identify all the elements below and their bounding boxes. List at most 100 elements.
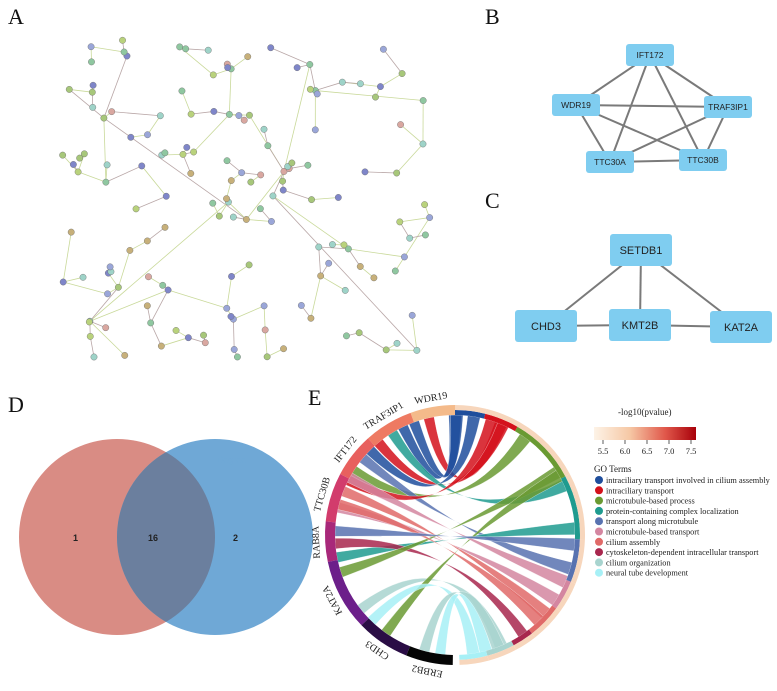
network-a-node — [144, 131, 151, 139]
network-a-edge — [396, 143, 424, 174]
network-a-node — [89, 81, 97, 89]
go-term-swatch — [595, 537, 603, 546]
chord-ribbon — [367, 583, 480, 655]
gene-arc — [361, 618, 411, 656]
term-pvalue-arc — [459, 655, 489, 665]
network-a-edge — [246, 219, 272, 222]
network-a-node — [267, 44, 275, 52]
go-term-swatch — [595, 486, 603, 495]
network-a-node — [143, 302, 151, 310]
node-kat2a — [710, 311, 772, 343]
node-label: TTC30B — [687, 155, 719, 165]
node-ift172 — [626, 44, 674, 66]
network-edge — [575, 54, 651, 106]
network-a-edges — [62, 40, 431, 358]
network-a-edge — [89, 289, 169, 322]
network-a-edge — [111, 111, 161, 117]
term-pvalue-arc — [565, 473, 585, 540]
network-a-edge — [411, 315, 418, 351]
network-a-node — [372, 93, 379, 101]
network-a-edge — [147, 227, 166, 242]
network-a-node — [246, 111, 253, 119]
network-a-edge — [383, 49, 403, 74]
network-a-node — [209, 199, 217, 207]
network-a-node — [408, 311, 416, 319]
network-a-edge — [311, 197, 339, 201]
network-a-node — [138, 162, 146, 170]
gene-label: WDR19 — [414, 390, 449, 407]
network-a-node — [86, 332, 94, 340]
panel-label-d: D — [8, 392, 24, 417]
network-a-node — [317, 272, 325, 280]
network-a-node — [59, 151, 67, 159]
network-a-node — [280, 168, 288, 175]
gene-label: IFT172 — [332, 435, 359, 465]
network-a-node — [159, 281, 167, 289]
network-a-node — [406, 234, 414, 242]
network-a-edge — [89, 320, 126, 356]
network-a-edge — [167, 289, 227, 309]
network-a-edge — [358, 332, 387, 351]
scale-tick-label: 5.5 — [598, 446, 609, 456]
network-a-edge — [77, 171, 107, 183]
panel-label-c: C — [485, 188, 500, 213]
venn-count-right: 2 — [233, 533, 238, 543]
node-traf3ip1 — [704, 96, 752, 118]
network-a-node — [357, 80, 364, 88]
venn-circle-degree — [117, 439, 313, 635]
network-a-node — [308, 196, 315, 204]
network-a-edge — [283, 189, 312, 201]
gene-label: RAB8A — [310, 525, 323, 559]
network-a-edge — [69, 89, 105, 119]
node-chd3 — [515, 310, 577, 342]
node-label: TTC30A — [594, 157, 626, 167]
go-term-label: intraciliary transport involved in ciliu… — [606, 476, 771, 485]
go-term-label: neural tube development — [606, 569, 689, 578]
network-a-edge — [267, 145, 285, 172]
chord-ribbon — [336, 502, 560, 606]
network-edge — [545, 249, 642, 327]
network-a-node — [76, 154, 84, 162]
network-a-node — [103, 161, 111, 169]
network-a-node — [210, 108, 218, 115]
network-a-node — [344, 245, 352, 253]
network-a-edge — [161, 337, 189, 347]
network-a-node — [229, 213, 237, 221]
go-term-label: cilium organization — [606, 558, 671, 567]
network-a-node — [329, 241, 336, 248]
network-a-node — [204, 46, 212, 54]
gene-arc — [325, 521, 338, 563]
network-a-node — [382, 346, 390, 354]
go-terms-legend: intraciliary transport involved in ciliu… — [595, 476, 771, 578]
gene-label: TRAF3IP1 — [362, 400, 406, 432]
network-a-node — [178, 87, 186, 95]
gene-label: TTC30B — [312, 476, 333, 514]
network-a-edge — [228, 201, 247, 220]
network-a-edge — [63, 281, 108, 295]
term-arc — [566, 539, 580, 582]
network-a-edge — [283, 64, 311, 172]
network-a-node — [242, 216, 250, 223]
network-a-edge — [69, 89, 93, 93]
network-a-node — [256, 205, 264, 213]
chord-ribbon — [419, 591, 504, 653]
network-a-node — [313, 90, 321, 98]
network-a-node — [370, 274, 378, 282]
network-a-node — [380, 45, 387, 53]
network-a-node — [341, 286, 349, 294]
network-a-edge — [105, 165, 142, 183]
network-a-edge — [89, 287, 119, 322]
term-arc — [486, 640, 514, 656]
network-a-node — [59, 278, 67, 286]
gene-arc — [410, 405, 455, 423]
network-a-edge — [309, 64, 316, 91]
venn-count-left: 1 — [73, 533, 78, 543]
network-a-edge — [135, 195, 167, 210]
network-a-node — [234, 353, 241, 361]
network-a-edge — [62, 232, 72, 283]
node-label: CHD3 — [531, 321, 561, 333]
gene-arc — [406, 646, 453, 665]
term-pvalue-arc — [531, 608, 561, 638]
network-a-edge — [246, 171, 285, 220]
go-term-swatch — [595, 568, 603, 577]
